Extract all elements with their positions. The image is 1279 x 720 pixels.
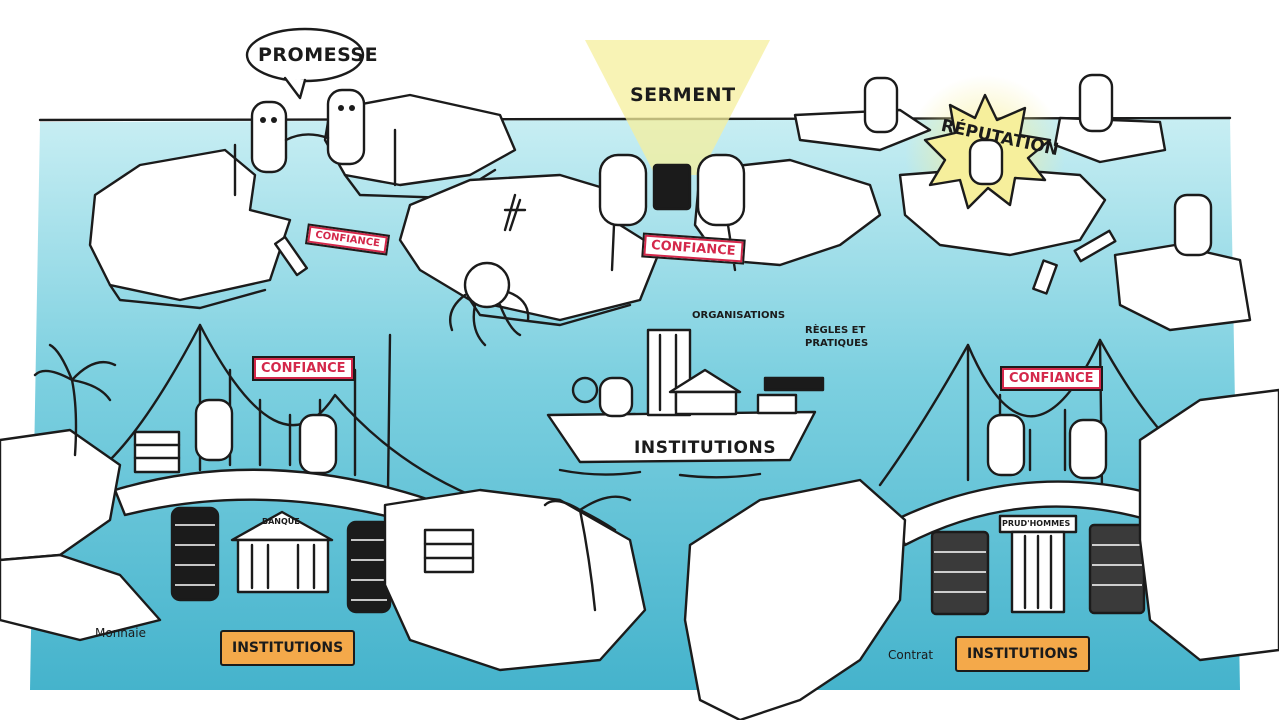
debris-plank-1 <box>273 235 309 277</box>
council-label: PRUD'HOMMES <box>1002 519 1071 528</box>
oath-label: SERMENT <box>630 84 736 106</box>
oath-characters <box>598 153 746 272</box>
contract-label: Contrat <box>888 648 934 662</box>
ice-floe-promise-left <box>88 148 292 310</box>
organisations-label: ORGANISATIONS <box>692 310 786 321</box>
debris-plank-3 <box>1073 229 1117 263</box>
boat-institutions-label: INSTITUTIONS <box>634 438 777 458</box>
right-shore <box>683 388 1279 720</box>
bank-label: BANQUE <box>262 517 300 526</box>
promise-label: PROMESSE <box>258 44 379 66</box>
trust-sign-left-bridge: CONFIANCE <box>252 356 355 381</box>
oath-light-beam <box>585 40 770 175</box>
promise-characters <box>233 88 397 197</box>
boat-icon <box>546 328 825 479</box>
institutions-scroll-left: INSTITUTIONS <box>220 630 356 666</box>
octopus-icon <box>448 193 530 347</box>
palm-tree-icon <box>33 343 632 612</box>
crate-icon <box>133 430 475 574</box>
institutions-scroll-right: INSTITUTIONS <box>955 636 1091 672</box>
money-label: Monnaie <box>95 626 146 640</box>
oath-book-icon <box>652 163 692 211</box>
book-stack-icon <box>930 523 1146 616</box>
right-bridge-icon <box>878 338 1197 547</box>
bank-building-icon <box>230 510 334 594</box>
trust-sign-right-bridge: CONFIANCE <box>1000 366 1103 391</box>
reputation-burst-icon <box>863 73 1213 257</box>
rules-practices-label: RÈGLES ET PRATIQUES <box>805 325 869 349</box>
promise-bubble-icon <box>245 27 365 100</box>
ice-floe-reputation <box>793 108 1252 332</box>
column-icon <box>998 514 1078 614</box>
bridge-icon <box>108 323 472 527</box>
debris-plank-2 <box>1032 259 1058 295</box>
